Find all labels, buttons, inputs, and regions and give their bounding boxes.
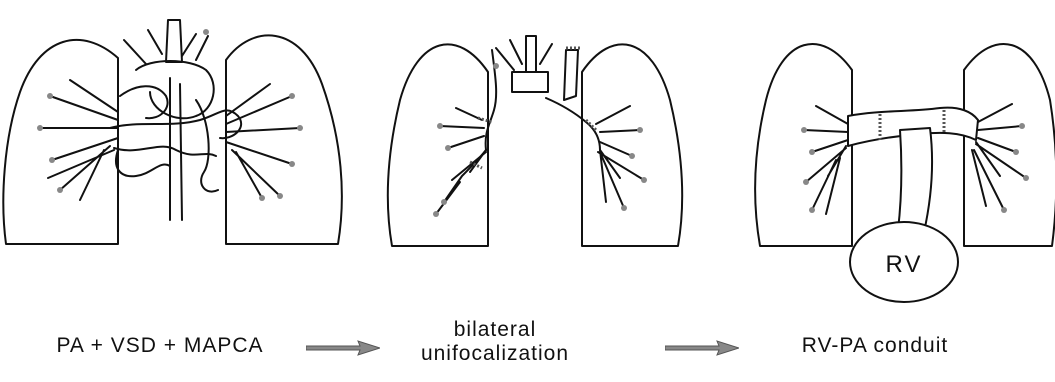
right-lung-outline (582, 44, 682, 246)
mapca-vessels (110, 20, 241, 220)
stage-2-label: bilateral unifocalization (405, 318, 585, 366)
right-ventricle: RV (850, 222, 958, 302)
rv-label: RV (886, 251, 923, 278)
arrow-right-icon (306, 340, 380, 356)
rv-pa-conduit-tube (896, 128, 932, 234)
stage-2-label-line1: bilateral (405, 318, 585, 342)
right-lung-outline (226, 35, 342, 244)
panel-unifocalization (388, 36, 682, 246)
stage-3-label: RV-PA conduit (760, 334, 990, 358)
panel-rv-pa-conduit: RV (755, 44, 1055, 302)
stage-2-label-line2: unifocalization (405, 342, 585, 366)
left-lung-outline (3, 40, 118, 244)
aortic-arch (496, 36, 552, 92)
arrow-right-icon (665, 340, 739, 356)
left-lung-outline (755, 44, 852, 246)
panel-pa-vsd-mapca (3, 20, 342, 244)
stage-1-label: PA + VSD + MAPCA (20, 334, 300, 358)
